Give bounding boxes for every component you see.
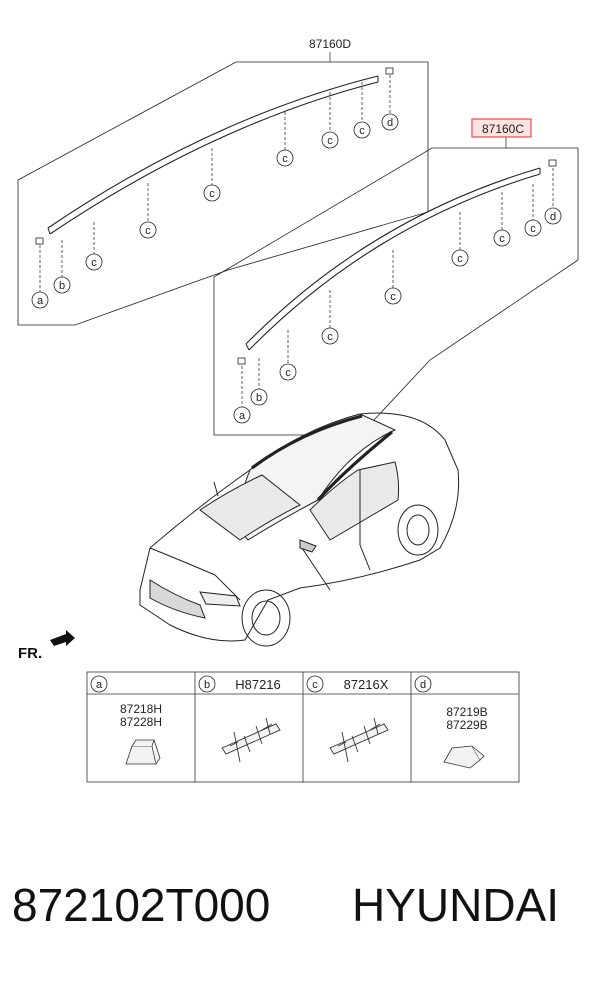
clip-c-drawing xyxy=(329,717,389,763)
footer-part-number: 872102T000 xyxy=(12,879,271,931)
car-illustration xyxy=(139,412,460,647)
callout-c-upper: c xyxy=(145,225,151,237)
legend-key-c: c xyxy=(312,679,318,691)
callout-c-lower: c xyxy=(499,233,505,245)
legend-header-c: 87216X xyxy=(344,677,389,692)
legend-key-a: a xyxy=(96,679,103,691)
callout-c-upper: c xyxy=(209,188,215,200)
clip-d-drawing xyxy=(443,745,485,769)
callout-c-lower: c xyxy=(530,223,536,235)
callout-c-lower: c xyxy=(390,291,396,303)
legend-header-b: H87216 xyxy=(235,677,281,692)
clip-b-drawing xyxy=(221,717,281,763)
callout-a-upper: a xyxy=(37,295,44,307)
callout-d-upper: d xyxy=(387,117,393,129)
callout-c-lower: c xyxy=(285,367,291,379)
parts-legend-table xyxy=(86,671,520,783)
legend-part-a-2: 87228H xyxy=(120,715,162,729)
front-direction-label: FR. xyxy=(18,645,43,662)
legend-key-d: d xyxy=(420,679,426,691)
highlight-box xyxy=(471,118,532,138)
upper-assembly-frame xyxy=(17,61,429,326)
callout-c-upper: c xyxy=(282,153,288,165)
callout-d-lower: d xyxy=(550,211,556,223)
footer-brand: HYUNDAI xyxy=(352,879,560,931)
upper-roof-molding xyxy=(47,75,379,235)
front-direction-arrow xyxy=(50,630,75,646)
lower-part-number: 87160C xyxy=(482,122,524,136)
callout-b-lower: b xyxy=(256,392,262,404)
callout-c-lower: c xyxy=(457,253,463,265)
callout-b-upper: b xyxy=(59,280,65,292)
legend-part-d-1: 87219B xyxy=(446,705,487,719)
legend-key-b: b xyxy=(204,679,210,691)
callout-a-lower: a xyxy=(239,410,246,422)
clip-a-drawing xyxy=(125,739,161,765)
callout-c-upper: c xyxy=(359,125,365,137)
callout-c-upper: c xyxy=(91,257,97,269)
callout-c-lower: c xyxy=(327,331,333,343)
lower-assembly-frame xyxy=(213,147,579,436)
legend-part-a-1: 87218H xyxy=(120,702,162,716)
legend-part-d-2: 87229B xyxy=(446,718,487,732)
lower-roof-molding xyxy=(245,167,541,351)
callout-c-upper: c xyxy=(327,135,333,147)
upper-part-number: 87160D xyxy=(309,37,351,51)
